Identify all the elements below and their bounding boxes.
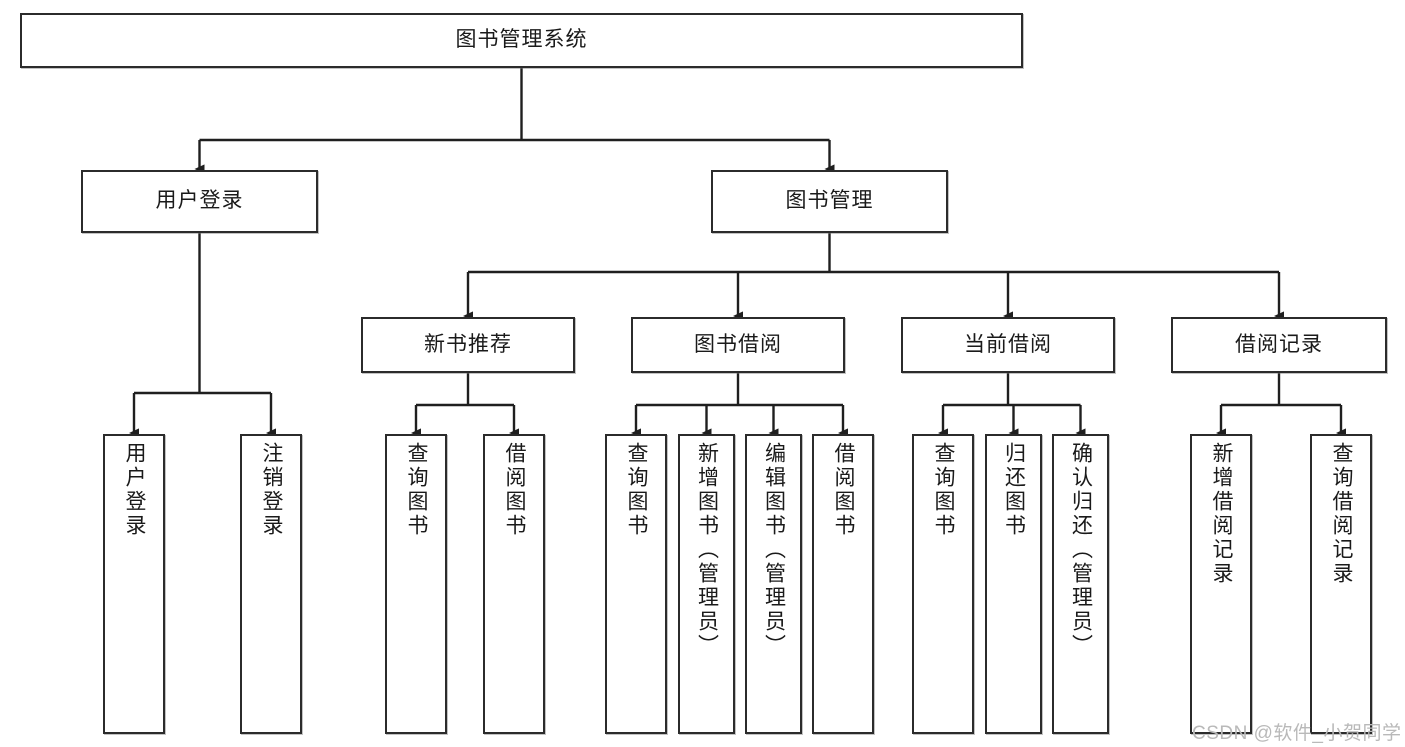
- node-borrow-record[interactable]: 借阅记录: [1171, 317, 1387, 373]
- node-leaf-query-books-current[interactable]: 查询图书: [912, 434, 974, 734]
- node-book-borrow-label: 图书借阅: [694, 332, 782, 356]
- node-borrow-record-label: 借阅记录: [1235, 332, 1323, 356]
- node-book-management-label: 图书管理: [785, 189, 874, 213]
- node-leaf-query-borrow-record-label: 查询借阅记录: [1330, 442, 1354, 586]
- node-leaf-borrow-books-borrow[interactable]: 借阅图书: [812, 434, 874, 734]
- node-leaf-query-books-recommend-label: 查询图书: [405, 442, 429, 538]
- node-book-borrow[interactable]: 图书借阅: [631, 317, 845, 373]
- node-current-borrow[interactable]: 当前借阅: [901, 317, 1115, 373]
- node-leaf-edit-book-admin[interactable]: 编辑图书（管理员）: [745, 434, 802, 734]
- node-leaf-query-books-recommend[interactable]: 查询图书: [385, 434, 447, 734]
- node-leaf-logout-label: 注销登录: [260, 442, 284, 538]
- node-leaf-query-books-borrow[interactable]: 查询图书: [605, 434, 667, 734]
- node-leaf-return-books[interactable]: 归还图书: [985, 434, 1042, 734]
- node-new-book-recommend-label: 新书推荐: [424, 332, 512, 356]
- node-leaf-return-books-label: 归还图书: [1002, 442, 1026, 538]
- node-leaf-borrow-books-recommend-label: 借阅图书: [503, 442, 527, 538]
- node-root-label: 图书管理系统: [455, 28, 588, 52]
- node-book-management[interactable]: 图书管理: [711, 170, 948, 233]
- node-root[interactable]: 图书管理系统: [20, 13, 1023, 68]
- node-leaf-logout[interactable]: 注销登录: [240, 434, 302, 734]
- node-user-login-label: 用户登录: [155, 189, 244, 213]
- node-leaf-query-books-borrow-label: 查询图书: [625, 442, 649, 538]
- node-leaf-confirm-return-admin-label: 确认归还（管理员）: [1069, 442, 1093, 658]
- node-leaf-query-borrow-record[interactable]: 查询借阅记录: [1310, 434, 1372, 734]
- node-new-book-recommend[interactable]: 新书推荐: [361, 317, 575, 373]
- node-leaf-add-borrow-record-label: 新增借阅记录: [1210, 442, 1234, 586]
- node-leaf-user-login[interactable]: 用户登录: [103, 434, 165, 734]
- node-leaf-borrow-books-recommend[interactable]: 借阅图书: [483, 434, 545, 734]
- node-leaf-query-books-current-label: 查询图书: [932, 442, 956, 538]
- node-leaf-borrow-books-borrow-label: 借阅图书: [832, 442, 856, 538]
- node-leaf-edit-book-admin-label: 编辑图书（管理员）: [762, 442, 786, 658]
- csdn-watermark: CSDN @软件_小贺同学: [1192, 723, 1402, 744]
- node-current-borrow-label: 当前借阅: [964, 332, 1052, 356]
- node-leaf-add-book-admin[interactable]: 新增图书（管理员）: [678, 434, 735, 734]
- node-leaf-add-book-admin-label: 新增图书（管理员）: [695, 442, 719, 658]
- node-leaf-user-login-label: 用户登录: [123, 442, 147, 538]
- node-leaf-add-borrow-record[interactable]: 新增借阅记录: [1190, 434, 1252, 734]
- node-user-login[interactable]: 用户登录: [81, 170, 318, 233]
- node-leaf-confirm-return-admin[interactable]: 确认归还（管理员）: [1052, 434, 1109, 734]
